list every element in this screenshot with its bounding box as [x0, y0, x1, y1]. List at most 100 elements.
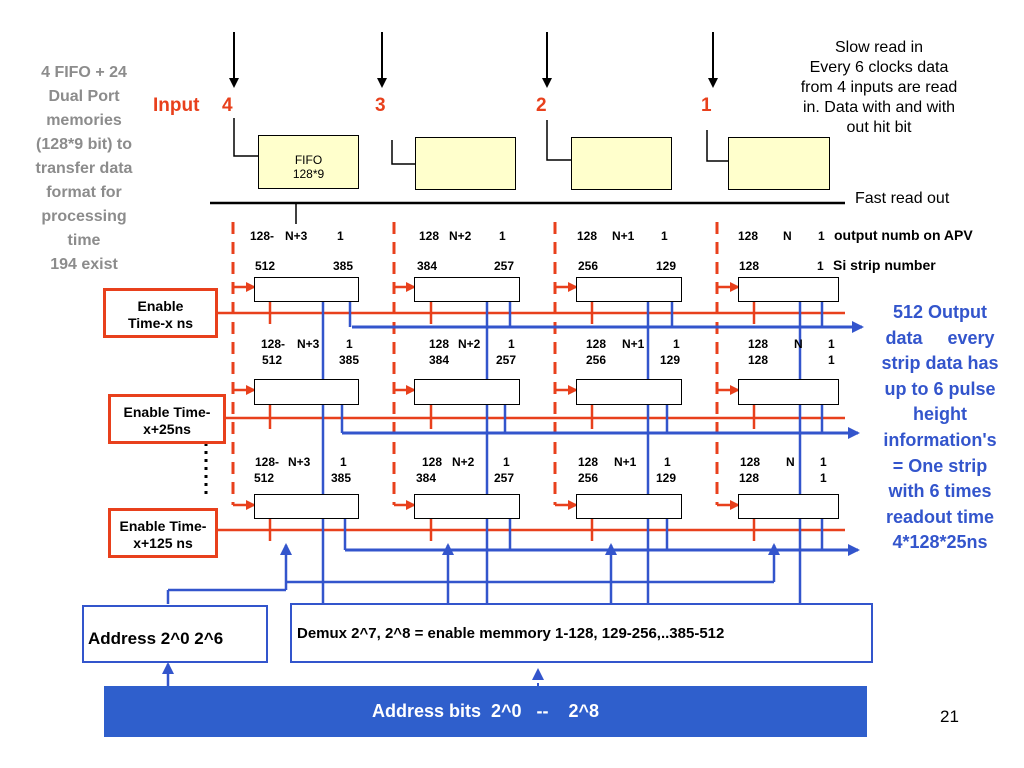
- fifo-box-1: [728, 137, 830, 190]
- memory-box-r3-c3: [576, 494, 682, 519]
- memory-box-r3-c2: [414, 494, 520, 519]
- row1-strip-c4-b: 1: [817, 259, 824, 273]
- row3-apv-c4-a: 128: [740, 455, 761, 469]
- memory-box-r2-c2: [414, 379, 520, 405]
- row3-apv-c2-c: 1: [503, 455, 510, 469]
- slow-read-note: Slow read in Every 6 clocks data from 4 …: [800, 39, 958, 136]
- row1-apv-c3-b: N+1: [612, 229, 635, 243]
- row1-apv-c1-c: 1: [337, 229, 344, 243]
- right-note: 512 Output data every strip data has up …: [881, 302, 999, 553]
- row3-strip-c4-a: 128: [739, 471, 760, 485]
- row1-strip-c3-a: 256: [578, 259, 599, 273]
- row1-apv-c2-b: N+2: [449, 229, 472, 243]
- memory-box-r3-c4: [738, 494, 839, 519]
- input-number-4: 4: [222, 95, 233, 116]
- row1-apv-c3-a: 128: [577, 229, 598, 243]
- enable-box-3: Enable Time- x+125 ns: [108, 508, 218, 558]
- row1-strip-c1-b: 385: [333, 259, 354, 273]
- row3-strip-c3-b: 129: [656, 471, 677, 485]
- fast-read-label: Fast read out: [855, 190, 950, 207]
- row2-strip-c3-b: 129: [660, 353, 681, 367]
- row1-strip-c4-a: 128: [739, 259, 760, 273]
- row3-apv-c2-a: 128: [422, 455, 443, 469]
- row2-apv-c3-a: 128: [586, 337, 607, 351]
- row2-apv-c2-c: 1: [508, 337, 515, 351]
- input-number-2: 2: [536, 95, 547, 116]
- row1-apv-c4-b: N: [783, 229, 792, 243]
- input-arrows: [229, 32, 718, 88]
- demux-box: Demux 2^7, 2^8 = enable memmory 1-128, 1…: [290, 603, 873, 663]
- si-strip-label: Si strip number: [833, 257, 936, 273]
- row2-strip-c4-a: 128: [748, 353, 769, 367]
- row2-apv-c4-b: N: [794, 337, 803, 351]
- row3-apv-c1-a: 128-: [255, 455, 280, 469]
- row2-apv-c2-b: N+2: [458, 337, 481, 351]
- red-input-arrows: [233, 282, 740, 510]
- enable-box-2: Enable Time- x+25ns: [108, 394, 226, 444]
- output-numb-label: output numb on APV: [834, 227, 973, 243]
- fifo-box-2: [571, 137, 672, 190]
- memory-box-r1-c3: [576, 277, 682, 302]
- enable-box-1: Enable Time-x ns: [103, 288, 218, 338]
- row3-apv-c4-c: 1: [820, 455, 827, 469]
- row3-strip-c2-b: 257: [494, 471, 515, 485]
- blue-address-routing: [162, 543, 780, 686]
- row3-apv-c4-b: N: [786, 455, 795, 469]
- fifo-box-4: FIFO 128*9: [258, 135, 359, 189]
- address-bits-label: Address bits 2^0 -- 2^8: [371, 701, 600, 721]
- fifo-box-3: [415, 137, 516, 190]
- row2-apv-c4-c: 1: [828, 337, 835, 351]
- memory-box-r1-c2: [414, 277, 520, 302]
- blue-verticals: [321, 302, 824, 603]
- row1-apv-c3-c: 1: [661, 229, 668, 243]
- row3-strip-c3-a: 256: [578, 471, 599, 485]
- row2-strip-c1-b: 385: [339, 353, 360, 367]
- row2-apv-c3-c: 1: [673, 337, 680, 351]
- row2-strip-c1-a: 512: [262, 353, 283, 367]
- address-box: Address 2^0 2^6: [82, 605, 268, 663]
- row3-apv-c3-b: N+1: [614, 455, 637, 469]
- row3-apv-c3-c: 1: [664, 455, 671, 469]
- row1-strip-c1-a: 512: [255, 259, 276, 273]
- row3-strip-c1-a: 512: [254, 471, 275, 485]
- red-ticks: [268, 302, 756, 541]
- input-label: Input: [153, 95, 200, 116]
- red-dashed-verticals: [231, 222, 719, 505]
- row3-strip-c1-b: 385: [331, 471, 352, 485]
- memory-box-r1-c1: [254, 277, 359, 302]
- row3-apv-c3-a: 128: [578, 455, 599, 469]
- row2-strip-c4-b: 1: [828, 353, 835, 367]
- page-number: 21: [940, 707, 959, 726]
- memory-box-r2-c4: [738, 379, 839, 405]
- row1-strip-c2-b: 257: [494, 259, 515, 273]
- memory-box-r2-c3: [576, 379, 682, 405]
- row1-apv-c2-a: 128: [419, 229, 440, 243]
- left-note: 4 FIFO + 24 Dual Port memories (128*9 bi…: [35, 64, 133, 273]
- row3-strip-c4-b: 1: [820, 471, 827, 485]
- row3-apv-c1-b: N+3: [288, 455, 311, 469]
- row2-apv-c1-c: 1: [346, 337, 353, 351]
- row2-strip-c2-a: 384: [429, 353, 450, 367]
- row2-apv-c4-a: 128: [748, 337, 769, 351]
- row1-apv-c2-c: 1: [499, 229, 506, 243]
- fifo-label: FIFO 128*9: [292, 153, 325, 181]
- row1-strip-c2-a: 384: [417, 259, 438, 273]
- row2-apv-c3-b: N+1: [622, 337, 645, 351]
- row1-strip-c3-b: 129: [656, 259, 677, 273]
- demux-box-label: Demux 2^7, 2^8 = enable memmory 1-128, 1…: [297, 625, 725, 642]
- row1-apv-c1-b: N+3: [285, 229, 308, 243]
- address-box-label: Address 2^0 2^6: [88, 629, 224, 648]
- row2-strip-c2-b: 257: [496, 353, 517, 367]
- row3-strip-c2-a: 384: [416, 471, 437, 485]
- input-number-1: 1: [701, 95, 712, 116]
- memory-box-r3-c1: [254, 494, 359, 519]
- row1-apv-c4-a: 128: [738, 229, 759, 243]
- input-number-3: 3: [375, 95, 386, 116]
- row3-apv-c1-c: 1: [340, 455, 347, 469]
- row2-apv-c2-a: 128: [429, 337, 450, 351]
- row3-apv-c2-b: N+2: [452, 455, 475, 469]
- row1-apv-c1-a: 128-: [250, 229, 275, 243]
- memory-box-r2-c1: [254, 379, 359, 405]
- input-step-lines: [233, 118, 728, 165]
